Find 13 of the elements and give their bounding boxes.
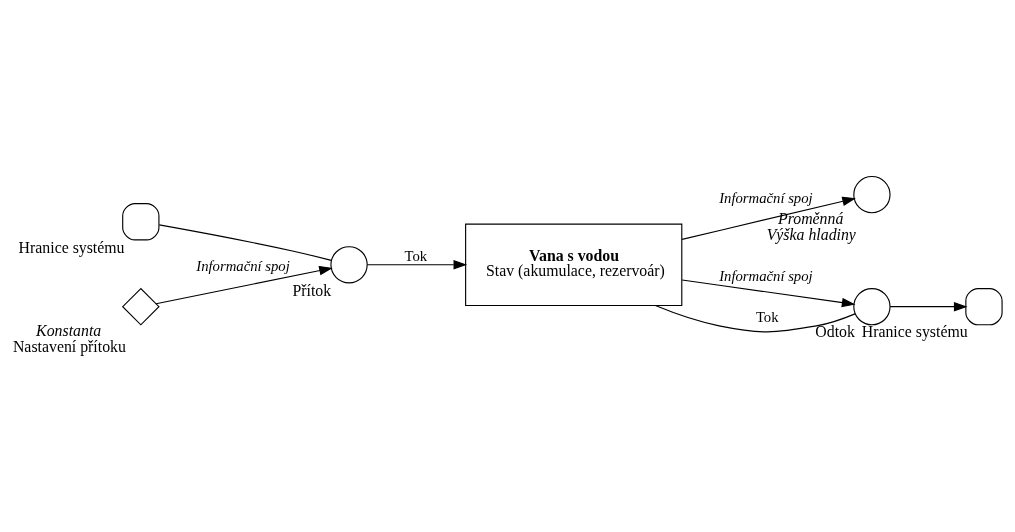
edge-label: Tok	[755, 308, 779, 325]
edge-label: Informační spoj	[719, 189, 813, 206]
node-label: Přítok	[292, 281, 332, 299]
node-label: Proměnná	[777, 209, 844, 227]
node-label: Konstanta	[36, 321, 102, 339]
edge-label: Informační spoj	[719, 267, 813, 284]
node-label: Výška hladiny	[766, 225, 856, 243]
edge-label: Tok	[404, 247, 428, 264]
node-label: Nastavení přítoku	[12, 337, 126, 355]
node-label: Hranice systému	[861, 322, 968, 340]
node-label: Hranice systému	[18, 238, 125, 256]
node-label: Odtok	[815, 322, 855, 340]
edge-label: Informační spoj	[196, 257, 290, 274]
